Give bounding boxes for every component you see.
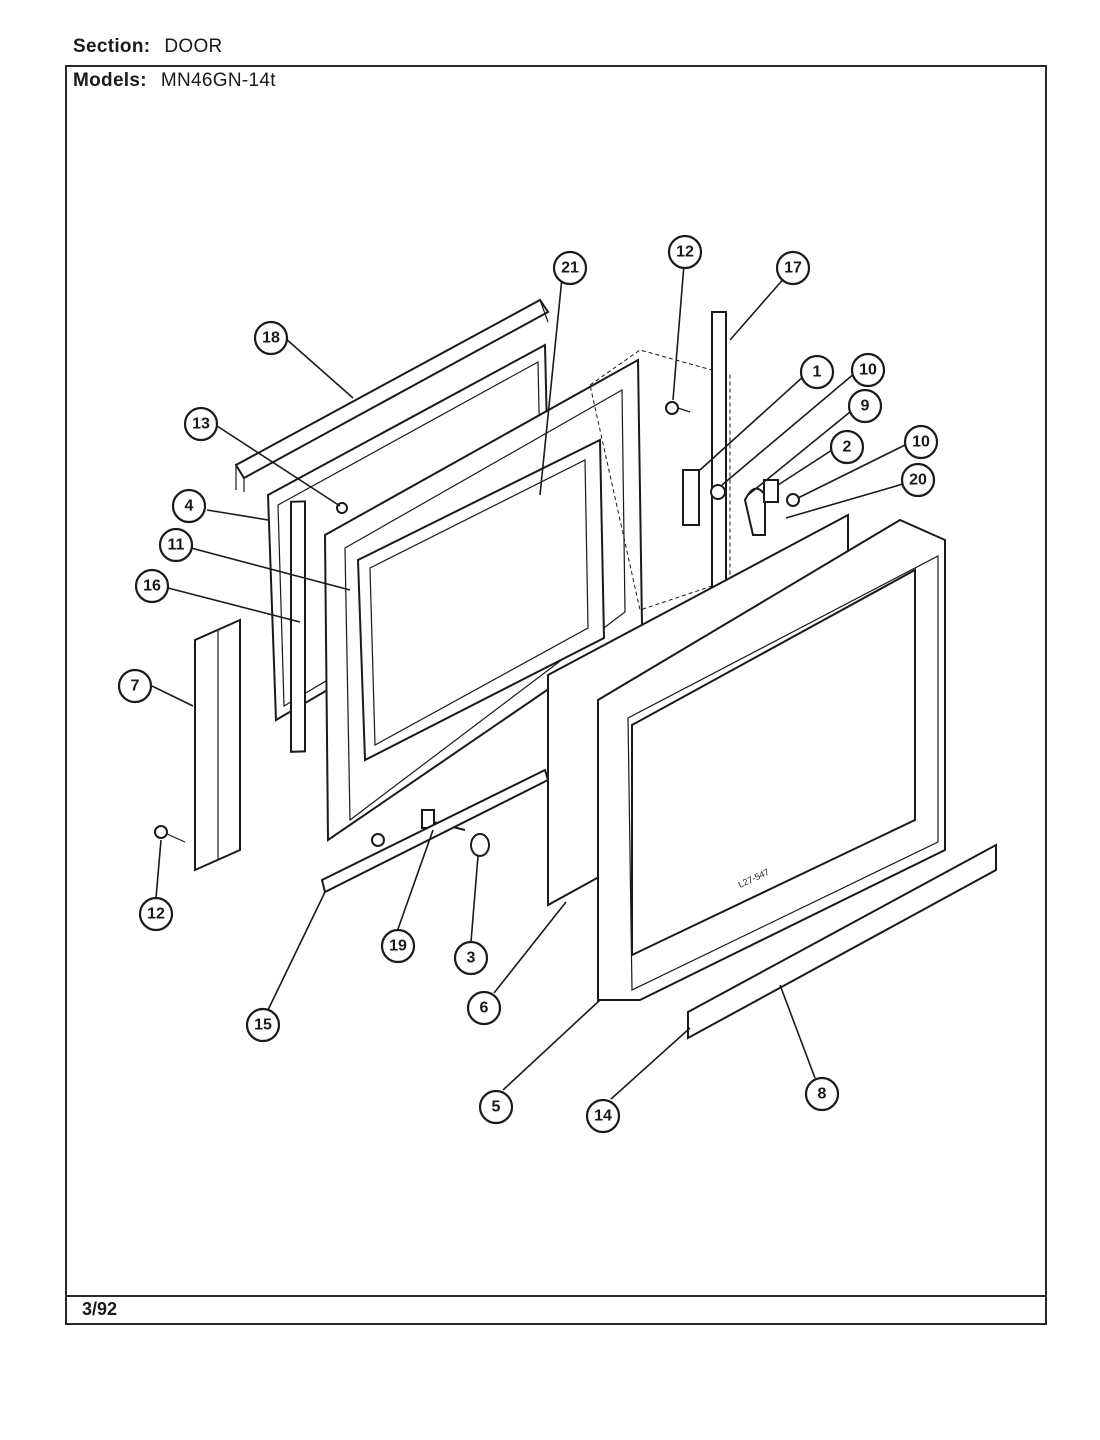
callout-7: 7 bbox=[117, 668, 153, 704]
callout-12-top: 12 bbox=[667, 234, 703, 270]
part-bumper bbox=[470, 833, 490, 857]
part-screw-hinge bbox=[154, 825, 186, 843]
models-header: Models: MN46GN-14t bbox=[73, 70, 276, 92]
callout-2: 2 bbox=[829, 429, 865, 465]
svg-text:13: 13 bbox=[192, 416, 210, 433]
part-nut bbox=[371, 833, 385, 847]
callout-14: 14 bbox=[585, 1098, 621, 1134]
part-side-channel bbox=[290, 500, 306, 753]
callout-21: 21 bbox=[552, 250, 588, 286]
footer-date: 3/92 bbox=[82, 1299, 118, 1319]
svg-text:2: 2 bbox=[843, 439, 852, 456]
part-outer-door: L27-547 bbox=[597, 518, 946, 1001]
svg-text:7: 7 bbox=[131, 678, 140, 695]
svg-text:10: 10 bbox=[912, 434, 930, 451]
footer-divider bbox=[65, 1295, 1047, 1297]
models-label: Models: bbox=[73, 70, 147, 91]
callout-20: 20 bbox=[900, 462, 936, 498]
callout-4: 4 bbox=[171, 488, 207, 524]
svg-text:5: 5 bbox=[492, 1099, 501, 1116]
diagram-frame bbox=[65, 65, 1047, 1325]
callout-5: 5 bbox=[478, 1089, 514, 1125]
leader-lines bbox=[151, 251, 906, 1100]
svg-text:8: 8 bbox=[818, 1086, 827, 1103]
svg-text:19: 19 bbox=[389, 938, 407, 955]
callout-10-mid: 10 bbox=[903, 424, 939, 460]
part-hinge bbox=[194, 618, 241, 872]
callout-8: 8 bbox=[804, 1076, 840, 1112]
svg-text:14: 14 bbox=[594, 1108, 612, 1125]
svg-text:20: 20 bbox=[909, 472, 927, 489]
svg-text:15: 15 bbox=[254, 1017, 272, 1034]
svg-text:10: 10 bbox=[859, 362, 877, 379]
section-header: Section: DOOR bbox=[73, 36, 223, 58]
callout-9: 9 bbox=[847, 388, 883, 424]
svg-text:1: 1 bbox=[813, 364, 822, 381]
svg-text:6: 6 bbox=[480, 1000, 489, 1017]
callout-18: 18 bbox=[253, 320, 289, 356]
svg-text:11: 11 bbox=[168, 537, 185, 554]
callout-16: 16 bbox=[134, 568, 170, 604]
svg-text:21: 21 bbox=[561, 260, 579, 277]
callout-1: 1 bbox=[799, 354, 835, 390]
callout-13: 13 bbox=[183, 406, 219, 442]
part-latch-hardware bbox=[682, 469, 800, 536]
callout-10-top: 10 bbox=[850, 352, 886, 388]
svg-text:12: 12 bbox=[676, 244, 694, 261]
svg-text:9: 9 bbox=[861, 398, 870, 415]
svg-text:12: 12 bbox=[147, 906, 165, 923]
part-inner-panel bbox=[323, 358, 644, 842]
callout-17: 17 bbox=[775, 250, 811, 286]
svg-text:4: 4 bbox=[185, 498, 194, 515]
section-label: Section: bbox=[73, 36, 151, 57]
callout-11: 11 bbox=[158, 527, 194, 563]
part-top-trim bbox=[234, 298, 550, 492]
callout-3: 3 bbox=[453, 940, 489, 976]
svg-text:17: 17 bbox=[784, 260, 802, 277]
callout-19: 19 bbox=[380, 928, 416, 964]
callout-15: 15 bbox=[245, 1007, 281, 1043]
svg-text:16: 16 bbox=[143, 578, 161, 595]
part-screw-top bbox=[665, 401, 691, 415]
models-value: MN46GN-14t bbox=[160, 70, 276, 91]
callout-6: 6 bbox=[466, 990, 502, 1026]
callout-12-hinge: 12 bbox=[138, 896, 174, 932]
svg-text:18: 18 bbox=[262, 330, 280, 347]
section-value: DOOR bbox=[164, 36, 223, 57]
svg-text:3: 3 bbox=[467, 950, 476, 967]
